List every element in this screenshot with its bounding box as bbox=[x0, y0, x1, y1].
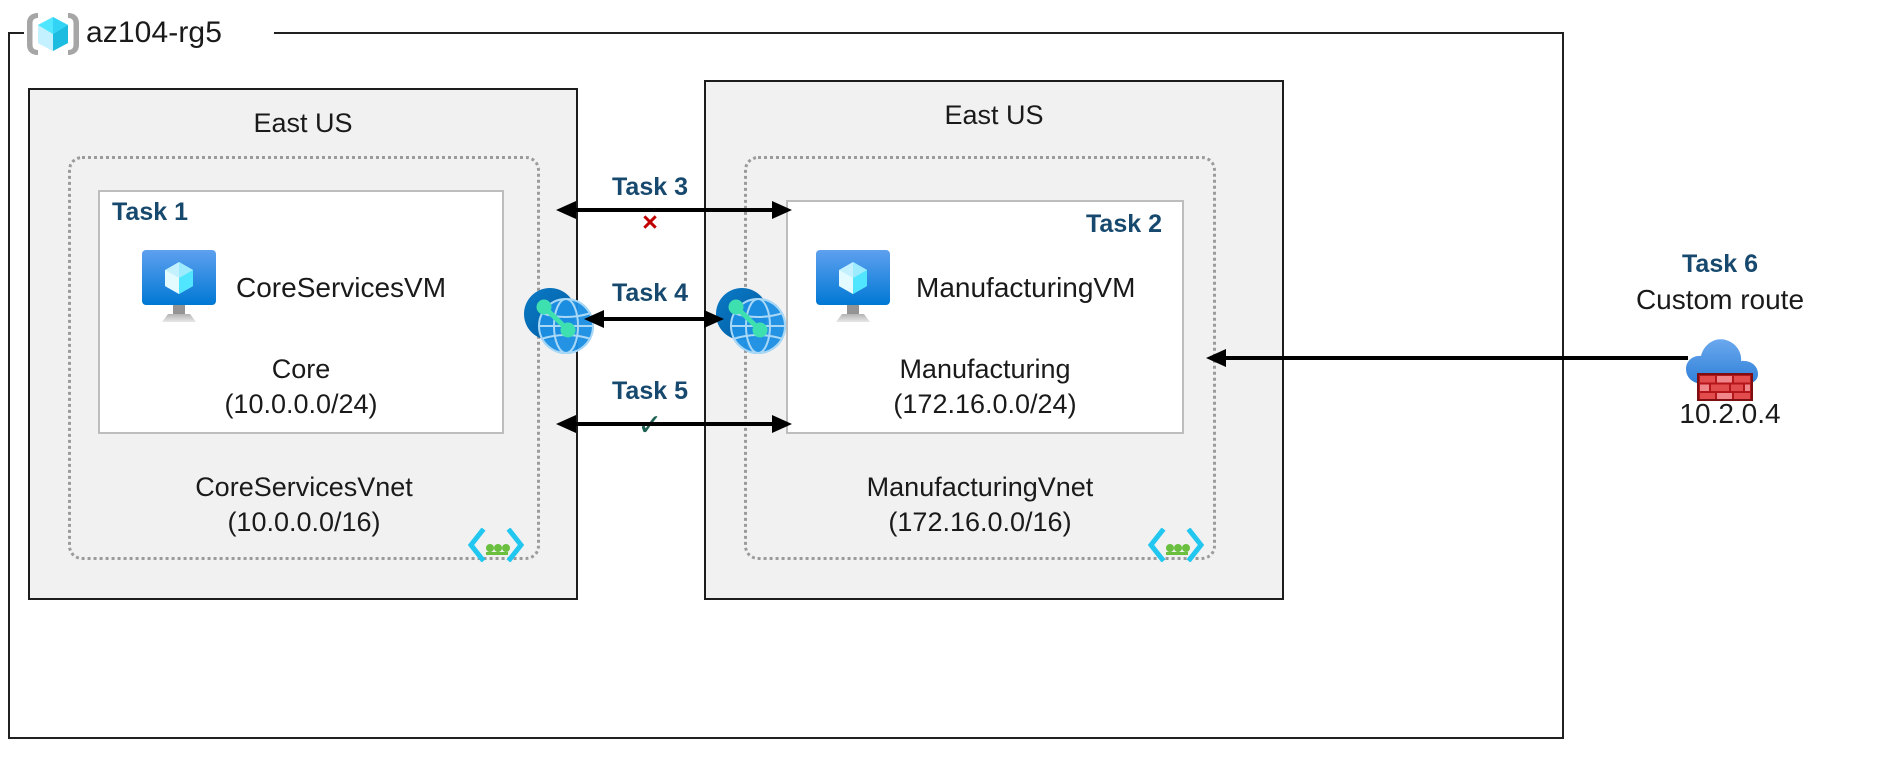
subnet-core-name: Core bbox=[271, 354, 331, 384]
subnet-manufacturing-cidr: (172.16.0.0/24) bbox=[893, 389, 1077, 420]
custom-route-task-tag: Task 6 bbox=[1682, 250, 1758, 278]
vnet-core-services-label: CoreServicesVnet (10.0.0.0/16) bbox=[68, 470, 540, 539]
vnet-manufacturing-name: ManufacturingVnet bbox=[866, 472, 1094, 502]
task-tag-task-1: Task 1 bbox=[112, 198, 188, 226]
subnet-manufacturing-label: Manufacturing (172.16.0.0/24) bbox=[786, 352, 1184, 422]
subnet-manufacturing-name: Manufacturing bbox=[899, 354, 1071, 384]
connector-arrow-task-5-right bbox=[658, 415, 792, 433]
vnet-manufacturing-cidr: (172.16.0.0/16) bbox=[888, 506, 1072, 537]
subnet-core-label: Core (10.0.0.0/24) bbox=[98, 352, 504, 422]
region-label-left: East US bbox=[253, 108, 353, 138]
virtual-machine-icon-manufacturing bbox=[806, 250, 900, 324]
connector-label-task-4: Task 4 bbox=[612, 279, 688, 307]
subnet-code-icon-left bbox=[467, 527, 525, 563]
subnet-core bbox=[98, 190, 504, 434]
resource-group-cube-icon bbox=[24, 10, 82, 58]
custom-route-label: Custom route bbox=[1635, 284, 1805, 315]
firewall-cloud-icon bbox=[1682, 332, 1768, 404]
task-tag-task-2: Task 2 bbox=[1086, 210, 1162, 238]
region-label-right: East US bbox=[944, 100, 1044, 130]
vnet-manufacturing-label: ManufacturingVnet (172.16.0.0/16) bbox=[744, 470, 1216, 539]
connector-label-task-3: Task 3 bbox=[612, 173, 688, 201]
vnet-peering-icon-left bbox=[518, 282, 600, 358]
subnet-code-icon-right bbox=[1147, 527, 1205, 563]
vnet-core-services bbox=[68, 156, 540, 560]
vm-name-manufacturing: ManufacturingVM bbox=[916, 272, 1136, 303]
connector-arrow-task-3-right bbox=[658, 201, 792, 219]
vnet-peering-icon-right bbox=[710, 282, 792, 358]
vm-name-core-services: CoreServicesVM bbox=[236, 272, 447, 303]
connector-arrow-task-4-right bbox=[600, 310, 724, 328]
resource-group-name: az104-rg5 bbox=[86, 16, 222, 49]
virtual-machine-icon-core bbox=[132, 250, 226, 324]
connector-label-task-5: Task 5 bbox=[612, 377, 688, 405]
vnet-core-services-name: CoreServicesVnet bbox=[195, 472, 413, 502]
subnet-core-cidr: (10.0.0.0/24) bbox=[224, 389, 378, 420]
connector-mark-task-3: × bbox=[642, 207, 658, 237]
custom-route-arrow bbox=[1206, 349, 1688, 367]
custom-route-ip: 10.2.0.4 bbox=[1679, 398, 1781, 429]
vnet-core-services-cidr: (10.0.0.0/16) bbox=[227, 506, 381, 537]
